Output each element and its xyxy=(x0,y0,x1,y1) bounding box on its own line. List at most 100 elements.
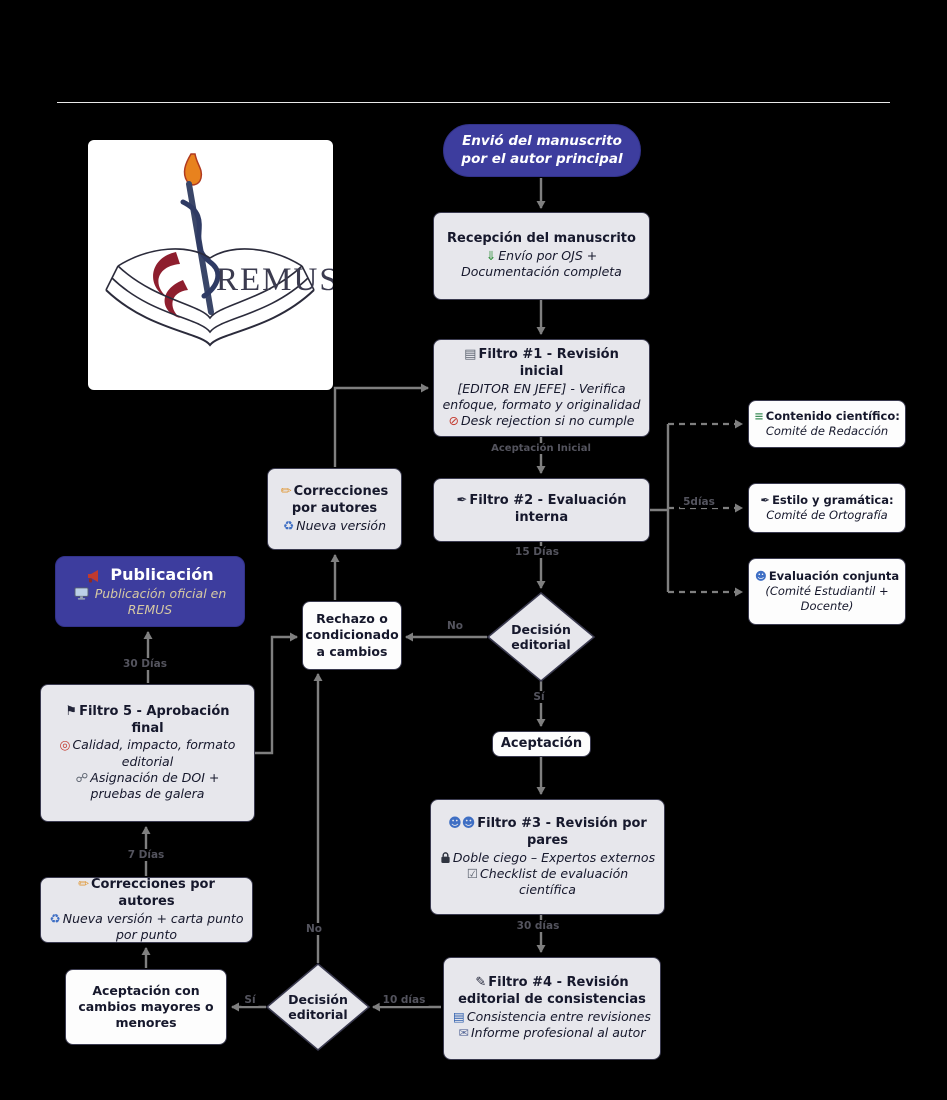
edge-label-aceptacion-inicial: Aceptación Inicial xyxy=(488,443,594,454)
publicacion-title: Publicación xyxy=(110,565,214,585)
decision2-label: Decisión editorial xyxy=(288,992,348,1022)
pen-icon: ✒ xyxy=(456,493,468,509)
publicacion-desc: Publicación oficial en REMUS xyxy=(94,586,227,617)
filtro4-desc2: Informe profesional al autor xyxy=(470,1025,646,1041)
filtro1-desk: Desk rejection si no cumple xyxy=(461,413,635,429)
refresh-icon: ♻ xyxy=(49,910,61,926)
node-rechazo: Rechazo o condicionado a cambios xyxy=(302,601,402,670)
ortografia-title: Estilo y gramática: xyxy=(772,493,894,508)
book-icon: ▤ xyxy=(453,1009,465,1025)
filtro1-title: Filtro #1 - Revisión inicial xyxy=(478,346,619,379)
filtro3-title: Filtro #3 - Revisión por pares xyxy=(477,815,647,848)
pencil-icon: ✏ xyxy=(78,876,89,892)
filtro4-title: Filtro #4 - Revisión editorial de consis… xyxy=(458,975,646,1008)
book-edges xyxy=(105,265,315,291)
node-filtro5: ⚑Filtro 5 - Aprobación final ◎Calidad, i… xyxy=(40,684,255,822)
red-flourish xyxy=(164,280,188,318)
red-flourish xyxy=(153,252,180,298)
logo-text: REMUS xyxy=(216,262,333,298)
node-start: Envió del manuscrito por el autor princi… xyxy=(443,124,641,177)
filtro4-desc1: Consistencia entre revisiones xyxy=(466,1009,651,1025)
top-divider xyxy=(57,102,890,103)
node-aceptacion: Aceptación xyxy=(492,731,591,757)
torch-flame xyxy=(183,153,203,186)
book-pages xyxy=(117,265,303,320)
edge-filtro5-rechazo xyxy=(255,632,298,755)
edge-label-30-dias-abajo: 30 días xyxy=(513,920,563,932)
inbox-tray-icon: ⇓ xyxy=(485,248,497,264)
edge-label-15-dias: 15 Días xyxy=(512,546,562,558)
book-pages xyxy=(111,277,309,334)
node-filtro3: ☻☻Filtro #3 - Revisión por pares Doble c… xyxy=(430,799,665,915)
filtro1-desc: [EDITOR EN JEFE] - Verifica enfoque, for… xyxy=(442,380,641,412)
target-icon: ◎ xyxy=(59,737,71,753)
snake xyxy=(180,199,221,299)
edge-label-10-dias: 10 días xyxy=(379,994,429,1006)
remus-logo-art: REMUS xyxy=(105,153,338,347)
edge-label-7-dias: 7 Días xyxy=(124,849,168,861)
filtro3-desc1: Doble ciego – Expertos externos xyxy=(452,849,656,865)
filtro5-desc1: Calidad, impacto, formato editorial xyxy=(72,737,236,769)
filtro3-desc2: Checklist de evaluación científica xyxy=(480,865,629,898)
lock-icon xyxy=(441,851,450,863)
megaphone-icon xyxy=(88,569,99,583)
node-filtro2: ✒Filtro #2 - Evaluación interna xyxy=(433,478,650,542)
correcciones-mid-desc: Nueva versión xyxy=(296,517,386,533)
node-comite-redaccion: ≡Contenido científico: Comité de Redacci… xyxy=(748,400,906,448)
memo-page-icon: ▤ xyxy=(464,346,477,362)
decision1-label: Decisión editorial xyxy=(511,622,571,652)
no-entry-icon: ⊘ xyxy=(448,413,460,429)
filtro5-title: Filtro 5 - Aprobación final xyxy=(79,703,230,736)
correcciones-bottom-title: Correcciones por autores xyxy=(91,876,215,909)
books-icon: ≡ xyxy=(754,409,764,424)
pencil-icon: ✏ xyxy=(280,483,292,499)
rechazo-title: Rechazo o condicionado a cambios xyxy=(305,611,399,659)
mail-icon: ✉ xyxy=(458,1025,469,1041)
recepcion-title: Recepción del manuscrito xyxy=(447,231,636,247)
node-correcciones-mid: ✏Correcciones por autores ♻Nueva versión xyxy=(267,468,402,550)
book-outline xyxy=(105,289,315,347)
recepcion-desc: Envío por OJS + xyxy=(498,248,598,264)
edge-label-no-1: No xyxy=(443,620,467,632)
ortografia-desc: Comité de Ortografía xyxy=(766,508,888,522)
link-icon: ☍ xyxy=(75,769,89,785)
filtro2-title: Filtro #2 - Evaluación interna xyxy=(469,493,627,525)
checklist-icon: ☑ xyxy=(466,865,479,881)
decision1-diamond xyxy=(486,591,596,683)
node-publicacion: Publicación Publicación oficial en REMUS xyxy=(55,556,245,627)
node-comite-ortografia: ✒Estilo y gramática: Comité de Ortografí… xyxy=(748,483,906,533)
book-top xyxy=(117,248,303,267)
node-aceptacion-cambios: Aceptación con cambios mayores o menores xyxy=(65,969,227,1045)
node-correcciones-bottom: ✏Correcciones por autores ♻Nueva versión… xyxy=(40,877,253,943)
recepcion-desc2: Documentación completa xyxy=(461,264,622,280)
aceptacion-cambios-title: Aceptación con cambios mayores o menores xyxy=(78,982,214,1031)
aceptacion-title: Aceptación xyxy=(500,735,583,751)
people-icon: ☻ xyxy=(754,569,767,584)
monitor-icon xyxy=(74,587,89,600)
checkered-flag-icon: ⚑ xyxy=(65,703,78,719)
memo-icon: ✎ xyxy=(475,975,487,991)
redaccion-desc: Comité de Redacción xyxy=(765,424,889,438)
filtro5-desc2: Asignación de DOI + pruebas de galera xyxy=(90,769,220,802)
start-title: Envió del manuscrito por el autor princi… xyxy=(461,132,623,167)
edge-label-si-1: Sí xyxy=(530,691,548,703)
conjunta-title: Evaluación conjunta xyxy=(768,569,900,584)
node-recepcion: Recepción del manuscrito ⇓Envío por OJS … xyxy=(433,212,650,300)
edge-correcciones-filtro1 xyxy=(333,383,429,467)
edge-label-30-dias-arriba: 30 Días xyxy=(120,658,170,670)
edge-label-si-2: Sí xyxy=(241,994,259,1006)
correcciones-bottom-desc: Nueva versión + carta punto por punto xyxy=(62,910,244,942)
edge-label-no-2: No xyxy=(302,923,326,935)
remus-logo: REMUS xyxy=(88,140,338,390)
pen-icon: ✒ xyxy=(760,493,771,508)
correcciones-mid-title: Correcciones por autores xyxy=(291,483,389,516)
edge-label-5-dias: 5días xyxy=(680,496,718,508)
node-filtro4: ✎Filtro #4 - Revisión editorial de consi… xyxy=(443,957,661,1060)
reviewers-icon: ☻☻ xyxy=(448,815,476,831)
refresh-icon: ♻ xyxy=(283,517,295,533)
node-filtro1: ▤Filtro #1 - Revisión inicial [EDITOR EN… xyxy=(433,339,650,437)
decision2-diamond xyxy=(265,962,371,1052)
conjunta-desc: (Comité Estudiantil + Docente) xyxy=(765,584,889,613)
